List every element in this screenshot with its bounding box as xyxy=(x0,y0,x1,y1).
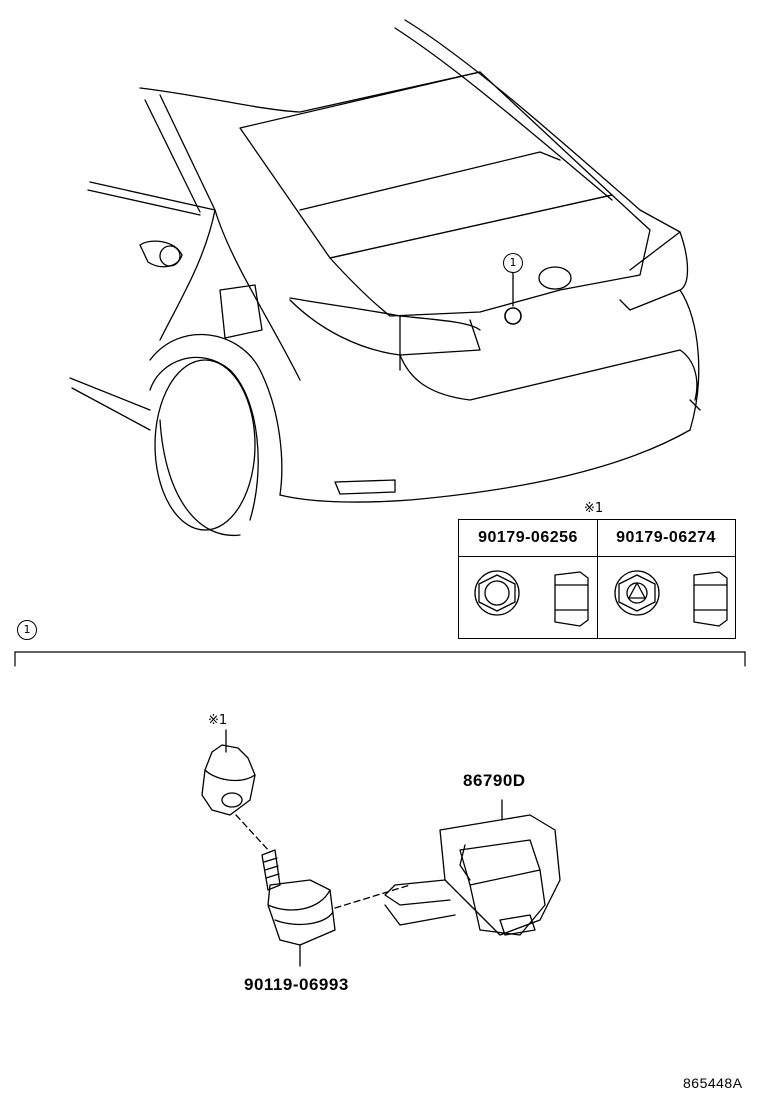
bolt-detail xyxy=(261,849,411,967)
hex-flange-nut-icon xyxy=(474,570,589,627)
table-marker: ※1 xyxy=(584,501,604,516)
callout-circle-car: 1 xyxy=(503,253,523,273)
callout-number: 1 xyxy=(509,256,517,269)
table-header-part-2: 90179-06274 xyxy=(616,529,716,546)
nut-options-table: 90179-06256 90179-06274 xyxy=(458,519,736,639)
callout-circle-detail: 1 xyxy=(17,620,37,640)
bolt-part-label: 90119-06993 xyxy=(244,975,349,994)
camera-part-label: 86790D xyxy=(463,771,526,790)
figure-reference: 865448A xyxy=(683,1075,743,1091)
car-rear-illustration xyxy=(69,19,701,537)
table-column-divider xyxy=(597,520,598,638)
table-header-part-1: 90179-06256 xyxy=(478,529,578,546)
section-bracket xyxy=(14,651,746,667)
tri-lobe-flange-nut-icon xyxy=(614,570,728,627)
detail-callout-number: 1 xyxy=(23,623,31,636)
nut-marker-label: ※1 xyxy=(208,713,228,728)
camera-assembly xyxy=(384,799,561,936)
flange-nut-detail xyxy=(201,729,271,853)
